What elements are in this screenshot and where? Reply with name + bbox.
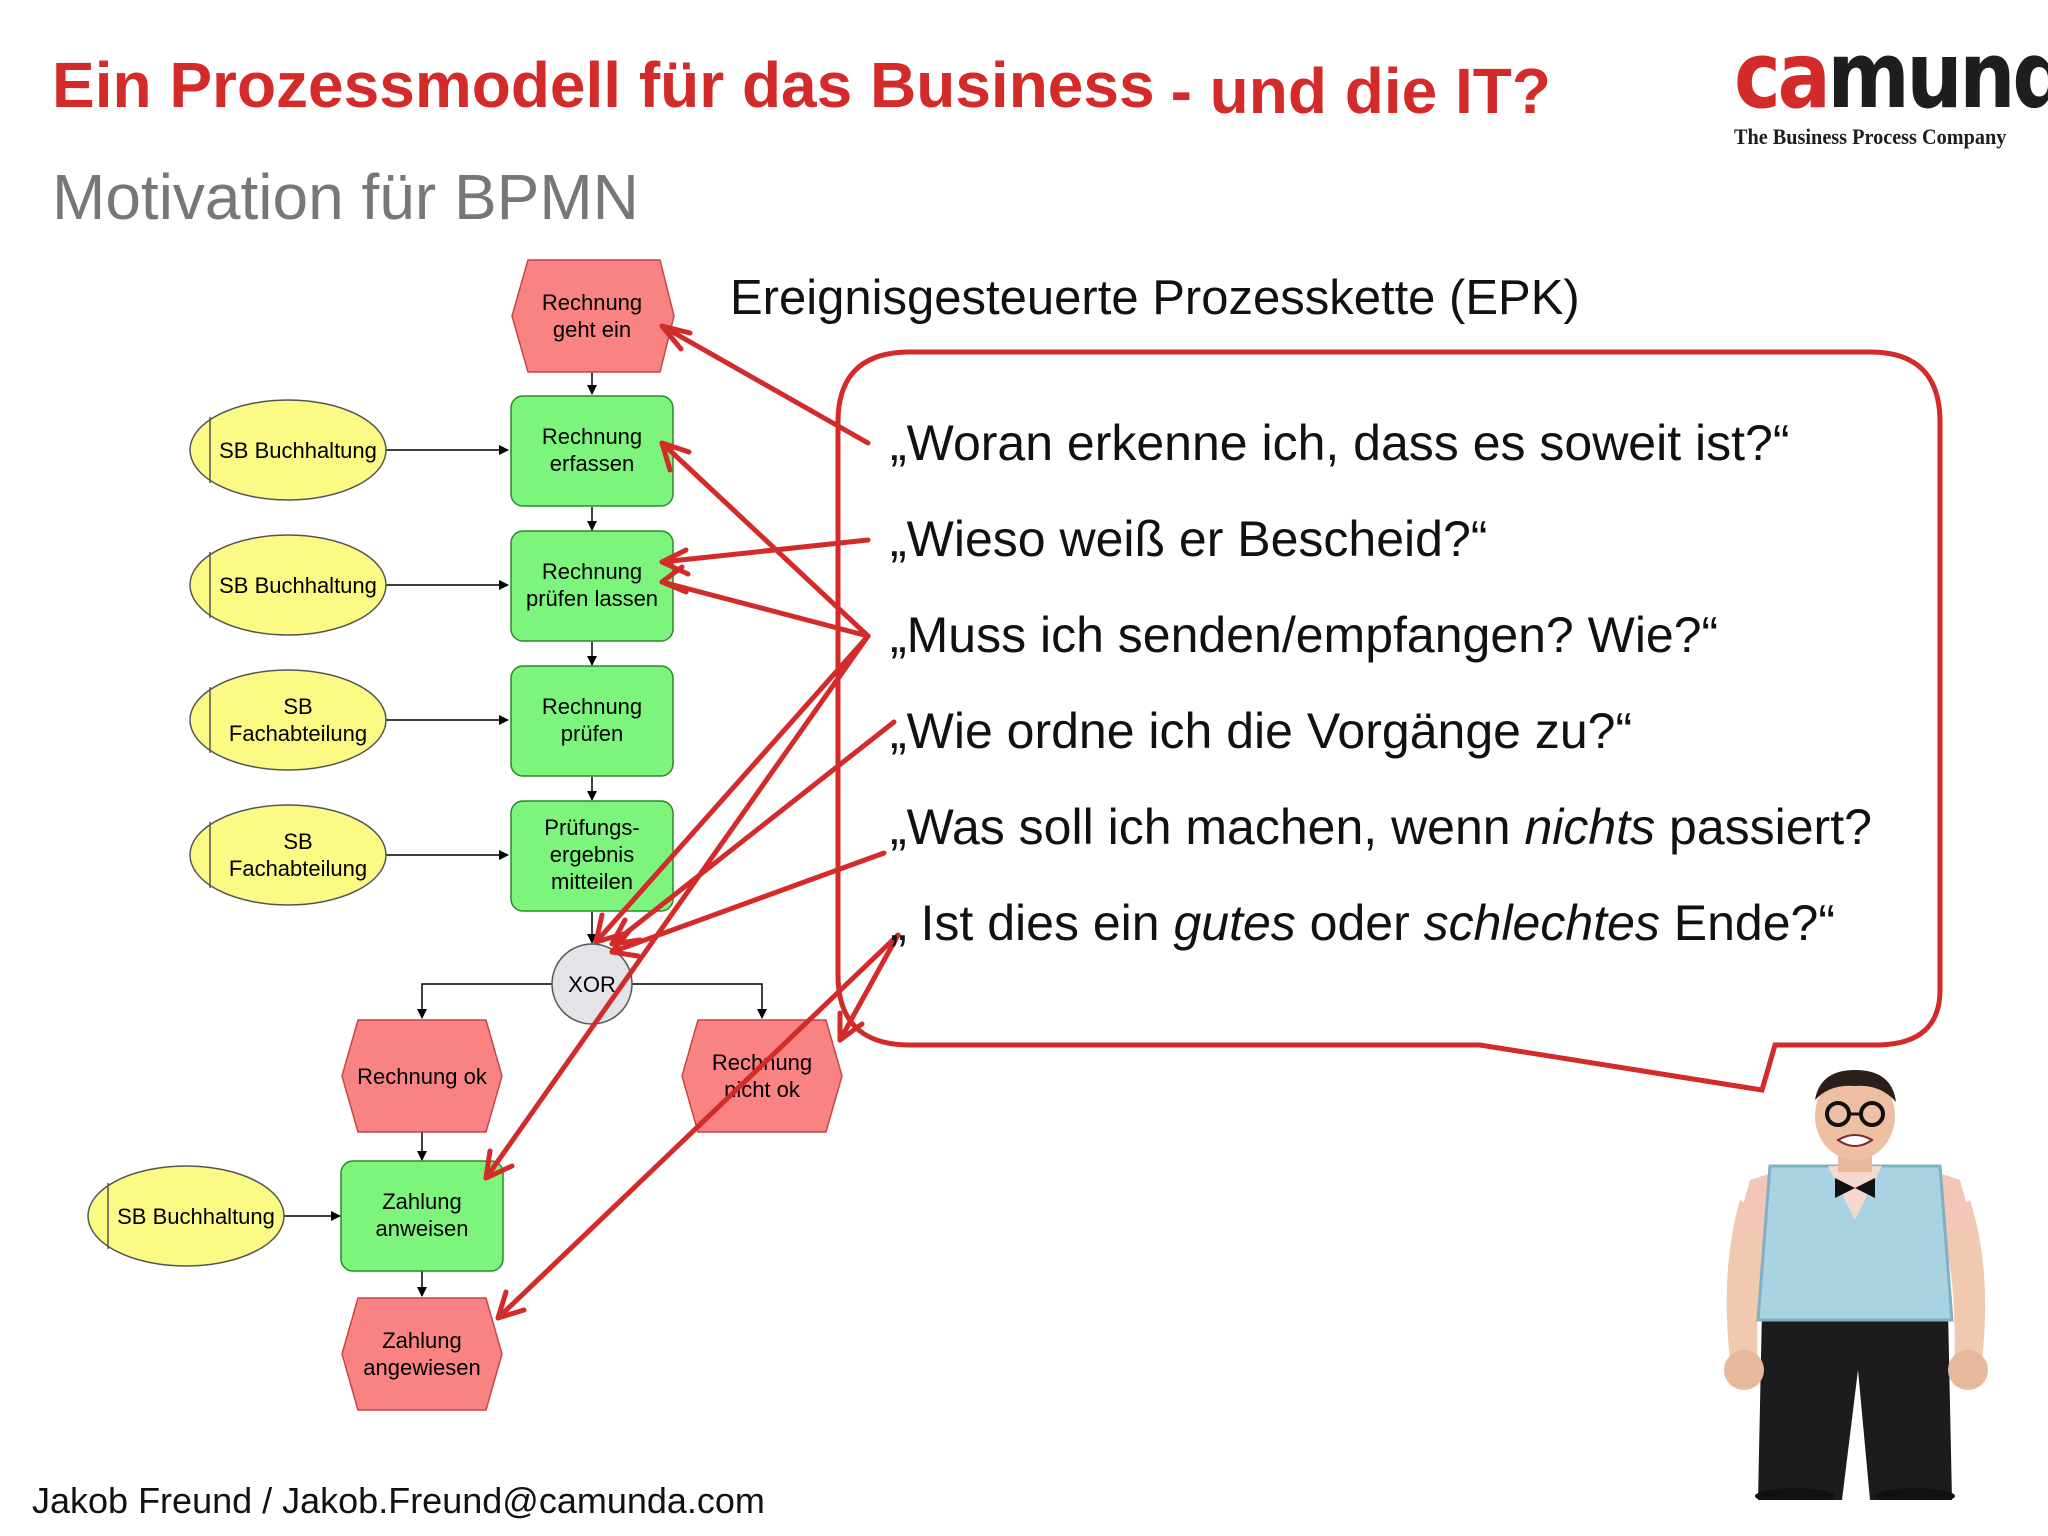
event-rechnung-geht-ein: Rechnung geht ein (511, 259, 675, 373)
svg-text:prüfen: prüfen (561, 721, 623, 746)
logo-tagline: The Business Process Company (1734, 124, 2007, 149)
diagram-heading: Ereignisgesteuerte Prozesskette (EPK) (730, 271, 1580, 325)
svg-text:Rechnung ok: Rechnung ok (357, 1064, 488, 1089)
role-sb-fachabteilung-2: SB Fachabteilung (189, 804, 387, 906)
question-6-text-e: Ende?“ (1659, 895, 1835, 951)
svg-text:SB: SB (283, 694, 312, 719)
question-5: „Was soll ich machen, wenn nichts passie… (890, 798, 1872, 856)
title-part-2: - und die IT? (1170, 55, 1551, 127)
svg-text:Zahlung: Zahlung (382, 1328, 462, 1353)
camunda-logo: camunda The Business Process Company (1734, 30, 2048, 150)
speech-bubble (835, 349, 1943, 1093)
question-3: „Muss ich senden/empfangen? Wie?“ (890, 607, 1719, 663)
logo-wordmark: camunda (1734, 30, 2048, 122)
svg-text:Rechnung: Rechnung (542, 424, 642, 449)
flow-connectors (284, 372, 767, 1297)
question-6-emphasis-bad: schlechtes (1423, 895, 1660, 951)
frustrated-person-illustration (1724, 1070, 1988, 1500)
svg-text:Prüfungs-: Prüfungs- (544, 815, 639, 840)
svg-text:Zahlung: Zahlung (382, 1189, 462, 1214)
function-rechnung-erfassen: Rechnung erfassen (510, 395, 674, 507)
slide-title: Ein Prozessmodell für das Business- und … (52, 48, 1551, 127)
svg-text:SB Buchhaltung: SB Buchhaltung (117, 1204, 275, 1229)
role-sb-buchhaltung-1: SB Buchhaltung (189, 399, 387, 501)
svg-text:angewiesen: angewiesen (363, 1355, 480, 1380)
event-rechnung-ok: Rechnung ok (341, 1019, 503, 1133)
logo-wordmark-red: ca (1734, 22, 1831, 129)
question-5-emphasis: nichts (1524, 799, 1656, 855)
function-rechnung-pruefen-lassen: Rechnung prüfen lassen (510, 530, 674, 642)
svg-text:SB Buchhaltung: SB Buchhaltung (219, 438, 377, 463)
svg-text:prüfen lassen: prüfen lassen (526, 586, 658, 611)
svg-text:mitteilen: mitteilen (551, 869, 633, 894)
question-6-emphasis-good: gutes (1173, 895, 1296, 951)
role-sb-buchhaltung-3: SB Buchhaltung (87, 1165, 285, 1267)
question-5-text-a: „Was soll ich machen, wenn (890, 799, 1525, 855)
question-5-text-c: passiert? (1655, 799, 1872, 855)
footer-credit: Jakob Freund / Jakob.Freund@camunda.com (32, 1480, 765, 1521)
role-sb-buchhaltung-2: SB Buchhaltung (189, 534, 387, 636)
svg-text:XOR: XOR (568, 972, 616, 997)
question-4: „Wie ordne ich die Vorgänge zu?“ (890, 703, 1633, 759)
event-rechnung-nicht-ok: Rechnung nicht ok (681, 1019, 843, 1133)
svg-text:SB: SB (283, 829, 312, 854)
svg-text:Rechnung: Rechnung (542, 559, 642, 584)
role-sb-fachabteilung-1: SB Fachabteilung (189, 669, 387, 771)
svg-text:Fachabteilung: Fachabteilung (229, 721, 367, 746)
svg-text:Rechnung: Rechnung (542, 290, 642, 315)
event-zahlung-angewiesen: Zahlung angewiesen (341, 1297, 503, 1411)
question-6-text-c: oder (1295, 895, 1424, 951)
svg-text:Rechnung: Rechnung (542, 694, 642, 719)
title-part-1: Ein Prozessmodell für das Business (52, 49, 1155, 121)
function-pruefungsergebnis-mitteilen: Prüfungs- ergebnis mitteilen (510, 800, 674, 912)
slide-subtitle: Motivation für BPMN (52, 161, 639, 233)
question-1: „Woran erkenne ich, dass es soweit ist?“ (890, 415, 1790, 471)
xor-connector: XOR (551, 943, 633, 1025)
logo-wordmark-dark: munda (1827, 22, 2048, 129)
svg-text:ergebnis: ergebnis (550, 842, 634, 867)
svg-text:anweisen: anweisen (376, 1216, 469, 1241)
svg-text:geht ein: geht ein (553, 317, 631, 342)
question-2: „Wieso weiß er Bescheid?“ (890, 511, 1488, 567)
question-6: „ Ist dies ein gutes oder schlechtes End… (890, 894, 1835, 952)
svg-text:Fachabteilung: Fachabteilung (229, 856, 367, 881)
question-6-text-a: „ Ist dies ein (890, 895, 1174, 951)
function-rechnung-pruefen: Rechnung prüfen (510, 665, 674, 777)
annotation-arrows (483, 323, 901, 1321)
svg-text:erfassen: erfassen (550, 451, 634, 476)
svg-text:SB Buchhaltung: SB Buchhaltung (219, 573, 377, 598)
function-zahlung-anweisen: Zahlung anweisen (340, 1160, 504, 1272)
